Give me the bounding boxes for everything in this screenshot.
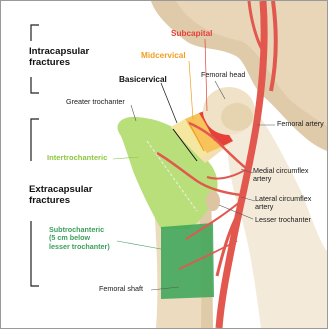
femoral-shaft-label: Femoral shaft xyxy=(99,285,143,293)
basicervical-label: Basicervical xyxy=(119,75,167,84)
femoral-artery-label: Femoral artery xyxy=(277,120,324,128)
greater-trochanter-label: Greater trochanter xyxy=(66,98,125,106)
extracapsular-bracket-top xyxy=(31,119,39,161)
extracapsular-fractures-label: Extracapsular fractures xyxy=(29,184,92,206)
midcervical-label: Midcervical xyxy=(141,51,186,60)
basicervical-leader xyxy=(161,83,177,123)
lesser-trochanter xyxy=(206,191,220,211)
femoral-head-shade xyxy=(221,103,253,131)
intracapsular-bracket-top xyxy=(31,25,39,41)
femoral-head-label: Femoral head xyxy=(201,71,245,79)
midcervical-leader xyxy=(189,61,193,119)
medial-circumflex-label: Medial circumflex artery xyxy=(253,167,309,184)
subtrochanteric-label: Subtrochanteric (5 cm below lesser troch… xyxy=(49,226,110,251)
intertrochanteric-label: Intertrochanteric xyxy=(47,154,107,163)
lateral-circumflex-label: Lateral circumflex artery xyxy=(255,195,311,212)
lesser-trochanter-label: Lesser trochanter xyxy=(255,216,311,224)
intracapsular-fractures-label: Intracapsular fractures xyxy=(29,46,89,68)
intracapsular-bracket-bottom xyxy=(31,77,39,93)
extracapsular-bracket-bottom xyxy=(31,221,39,286)
subcapital-label: Subcapital xyxy=(171,29,212,38)
subtrochanteric-zone xyxy=(161,223,214,299)
subtrochanteric-leader xyxy=(117,241,161,249)
